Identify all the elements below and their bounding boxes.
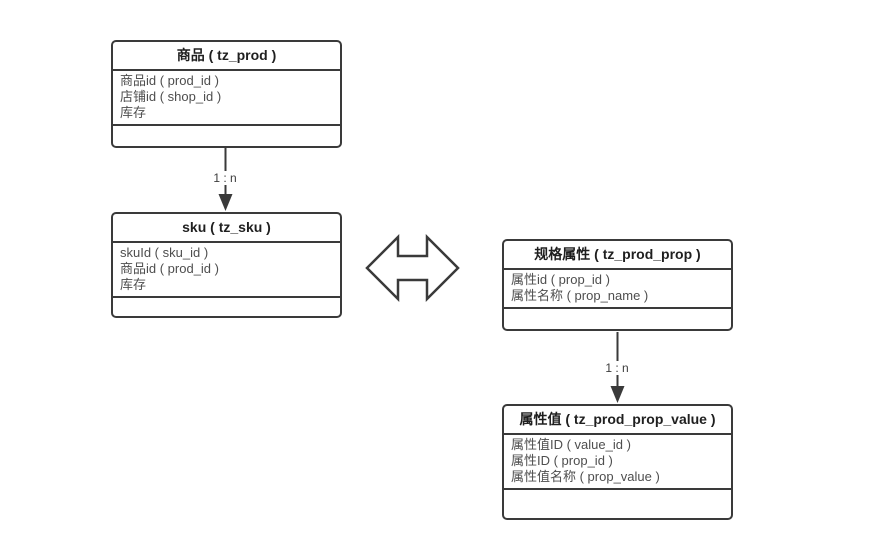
entity-prod-prop-value-footer: [504, 490, 731, 518]
double-headed-arrow-icon: [365, 233, 460, 303]
entity-sku-footer: [113, 298, 340, 316]
entity-field: 属性名称 ( prop_name ): [511, 288, 649, 303]
entity-prod-title: 商品 ( tz_prod ): [113, 42, 340, 71]
entity-field: 店铺id ( shop_id ): [120, 89, 222, 104]
entity-sku-title: sku ( tz_sku ): [113, 214, 340, 243]
connector-label-cardinality: 1 : n: [602, 361, 632, 375]
entity-field: 商品id ( prod_id ): [120, 73, 219, 88]
entity-prod-prop-footer: [504, 309, 731, 329]
entity-prod-prop-value-fields: 属性值ID ( value_id ) 属性ID ( prop_id ) 属性值名…: [504, 435, 731, 490]
entity-prod-prop-value: 属性值 ( tz_prod_prop_value ) 属性值ID ( value…: [502, 404, 733, 520]
entity-field: 属性ID ( prop_id ): [511, 453, 613, 468]
entity-field: 属性值名称 ( prop_value ): [511, 469, 660, 484]
arrowhead-down-icon: [610, 386, 625, 403]
entity-sku-fields: skuId ( sku_id ) 商品id ( prod_id ) 库存: [113, 243, 340, 298]
entity-prod: 商品 ( tz_prod ) 商品id ( prod_id ) 店铺id ( s…: [111, 40, 342, 148]
connector-label-cardinality: 1 : n: [210, 171, 240, 185]
entity-field: 属性id ( prop_id ): [511, 272, 610, 287]
entity-field: 库存: [120, 277, 147, 292]
entity-sku: sku ( tz_sku ) skuId ( sku_id ) 商品id ( p…: [111, 212, 342, 318]
entity-prod-footer: [113, 126, 340, 146]
entity-field: 商品id ( prod_id ): [120, 261, 219, 276]
entity-field: skuId ( sku_id ): [120, 245, 209, 260]
arrowhead-down-icon: [218, 194, 233, 211]
entity-prod-prop-value-title: 属性值 ( tz_prod_prop_value ): [504, 406, 731, 435]
entity-prod-fields: 商品id ( prod_id ) 店铺id ( shop_id ) 库存: [113, 71, 340, 126]
entity-field: 库存: [120, 105, 147, 120]
entity-prod-prop-title: 规格属性 ( tz_prod_prop ): [504, 241, 731, 270]
entity-field: 属性值ID ( value_id ): [511, 437, 631, 452]
entity-prod-prop: 规格属性 ( tz_prod_prop ) 属性id ( prop_id ) 属…: [502, 239, 733, 331]
entity-prod-prop-fields: 属性id ( prop_id ) 属性名称 ( prop_name ): [504, 270, 731, 309]
